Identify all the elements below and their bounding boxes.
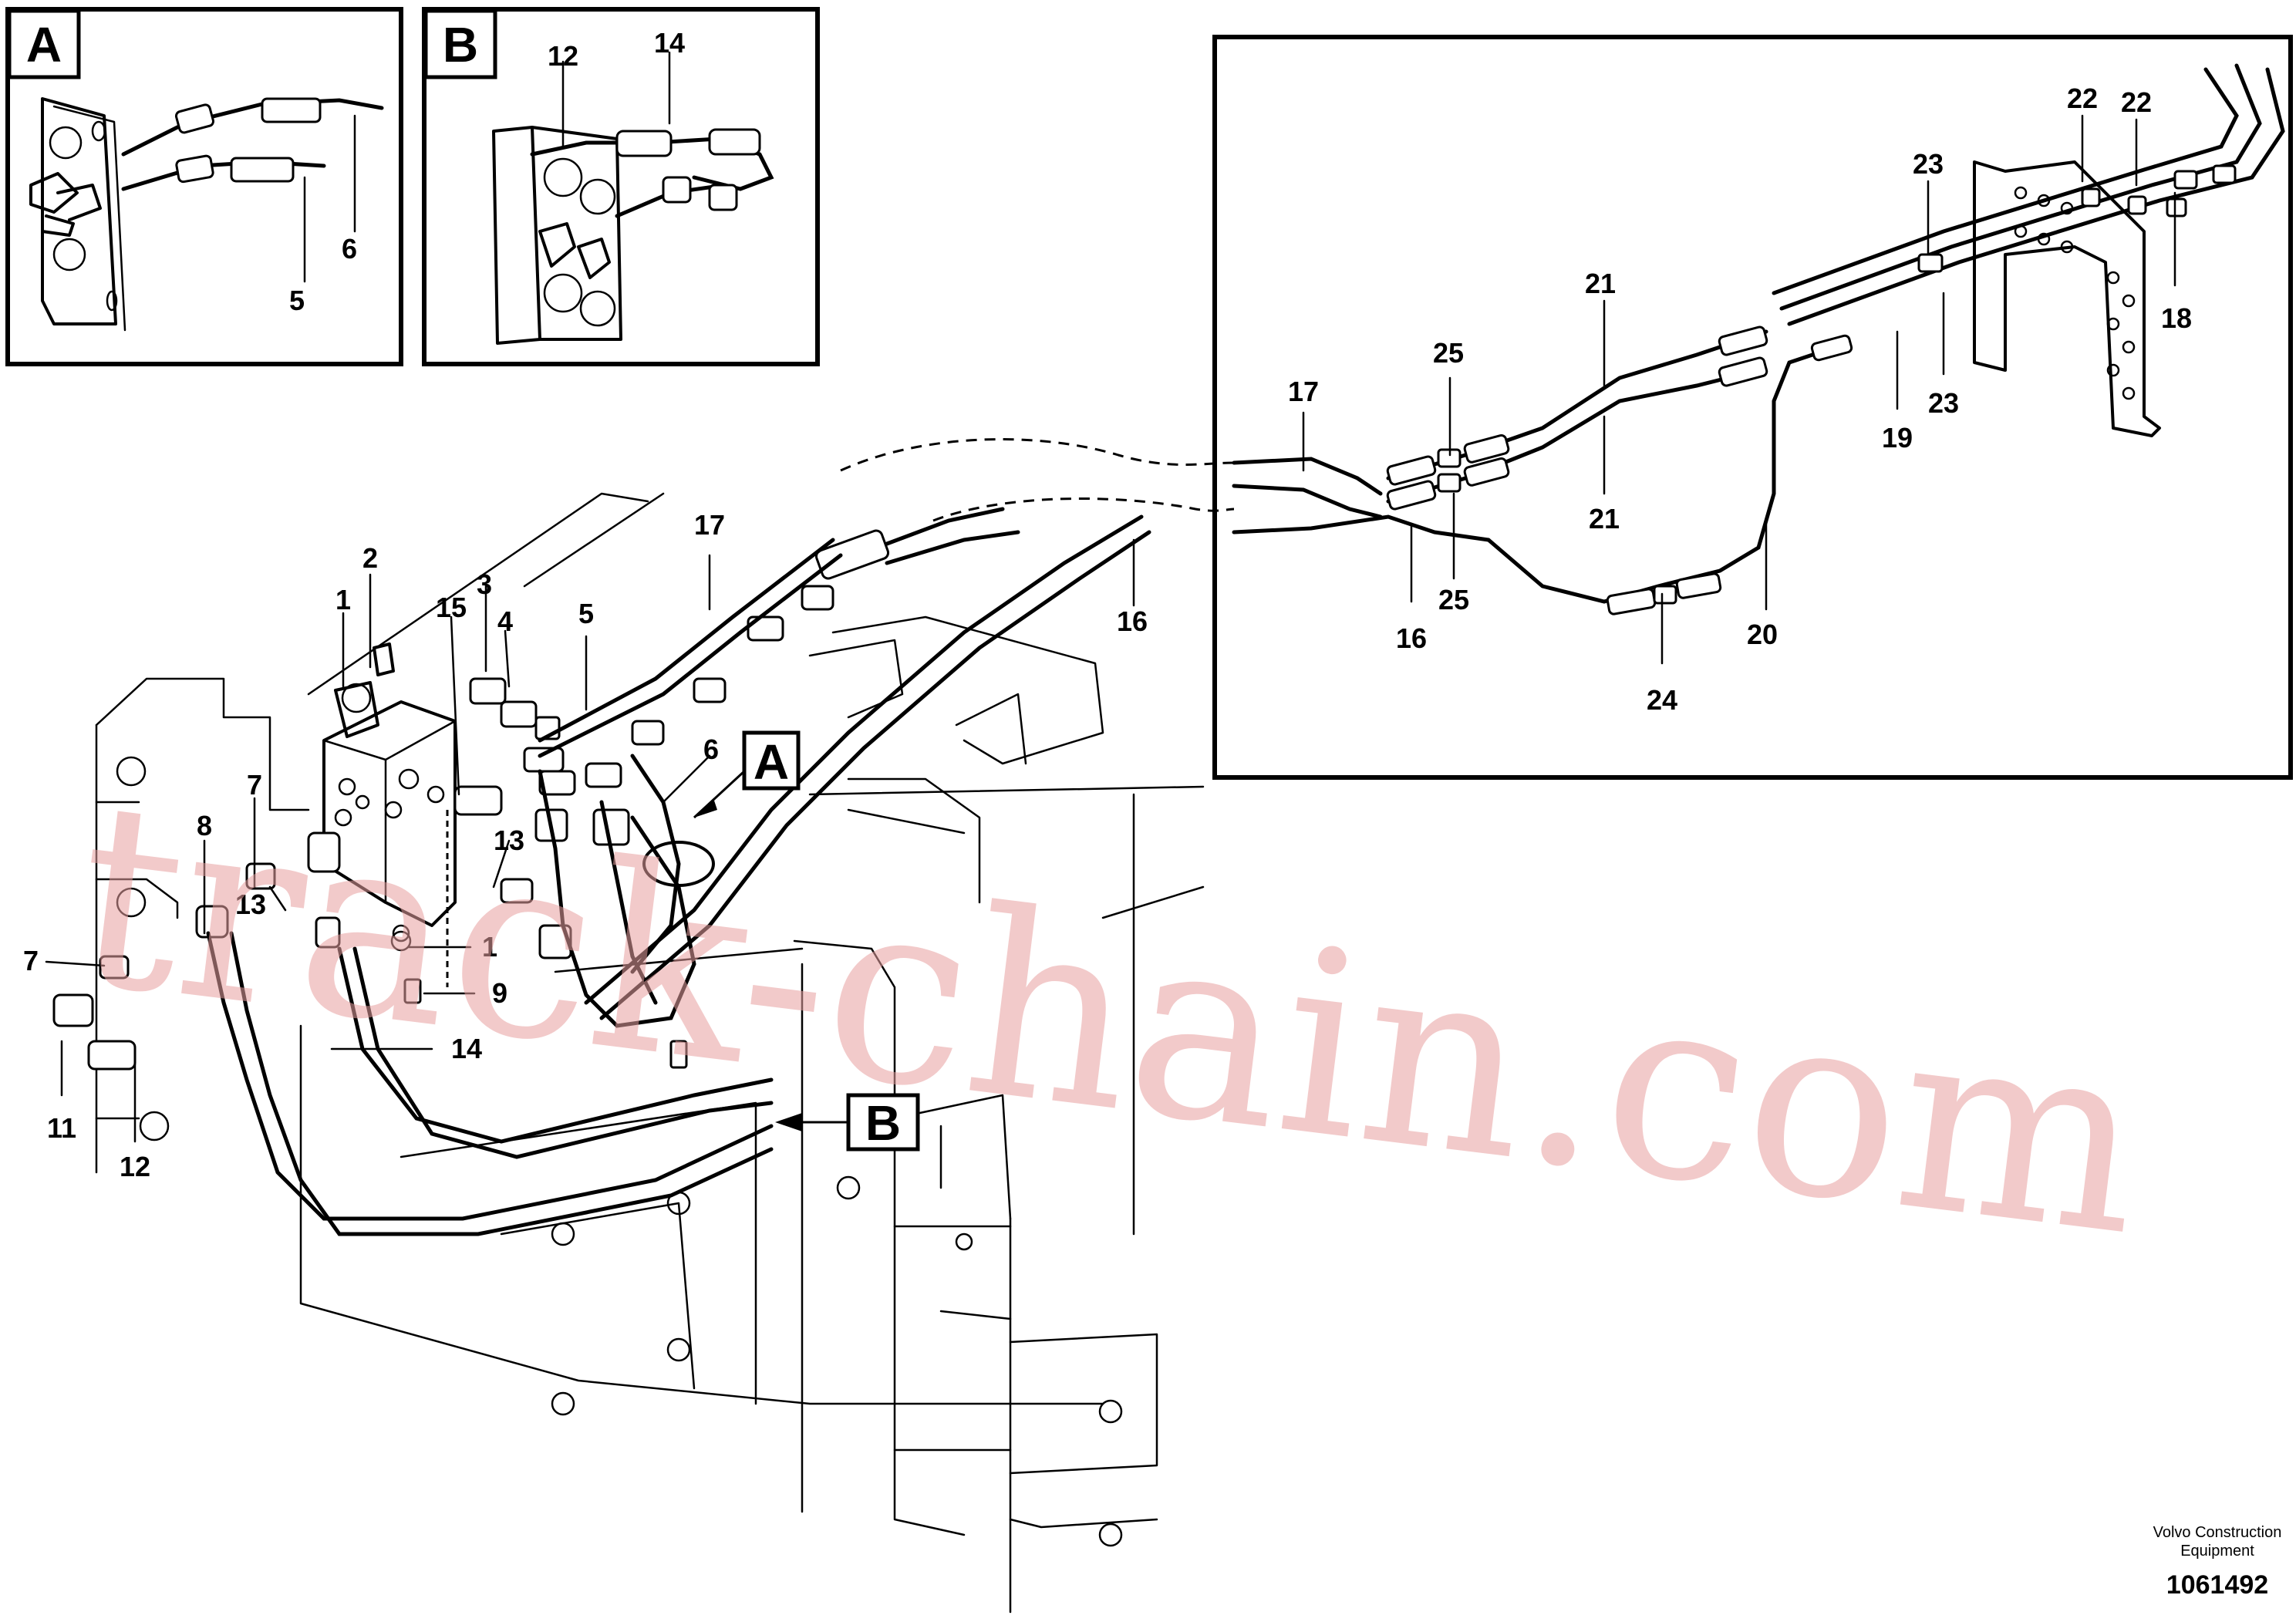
main-tag-a: A bbox=[754, 734, 789, 790]
callout-main-4: 4 bbox=[497, 605, 513, 637]
callout-main-17: 17 bbox=[694, 509, 725, 541]
callout-inset-a-6: 6 bbox=[342, 233, 357, 265]
detail-view: 22 22 23 21 25 17 21 25 16 24 20 19 23 1… bbox=[1212, 35, 2293, 780]
callout-main-13a: 13 bbox=[494, 824, 524, 856]
callout-main-3: 3 bbox=[477, 568, 492, 600]
callout-detail-22b: 22 bbox=[2121, 86, 2152, 118]
callout-main-5: 5 bbox=[578, 598, 594, 629]
callout-main-2: 2 bbox=[362, 542, 378, 574]
callout-main-6: 6 bbox=[703, 733, 719, 765]
callout-main-13b: 13 bbox=[235, 889, 266, 920]
callout-main-12: 12 bbox=[120, 1151, 150, 1182]
inset-a: A 6 5 bbox=[5, 7, 403, 366]
callout-detail-21a: 21 bbox=[1585, 268, 1616, 299]
main-view: A B 2 1 3 bbox=[23, 492, 1205, 1614]
callout-main-7a: 7 bbox=[247, 769, 262, 801]
callout-main-16: 16 bbox=[1117, 605, 1148, 637]
callout-main-7b: 7 bbox=[23, 945, 39, 976]
callout-detail-25a: 25 bbox=[1433, 337, 1464, 369]
caption-line-1: Volvo Construction bbox=[2153, 1524, 2282, 1541]
callout-detail-22a: 22 bbox=[2067, 83, 2098, 114]
callout-detail-23b: 23 bbox=[1928, 387, 1959, 419]
callout-detail-23a: 23 bbox=[1913, 148, 1944, 180]
callout-inset-b-12: 12 bbox=[548, 40, 578, 72]
dashed-connector-lower bbox=[932, 497, 1235, 522]
callout-main-15: 15 bbox=[436, 592, 467, 623]
callout-inset-b-14: 14 bbox=[654, 27, 685, 59]
watermark: track-chain.com bbox=[62, 745, 2158, 1292]
callout-detail-17: 17 bbox=[1288, 376, 1319, 407]
document-number: 1061492 bbox=[2166, 1570, 2268, 1600]
inset-a-tag: A bbox=[26, 17, 62, 73]
dashed-connector-upper bbox=[840, 438, 1235, 472]
callout-detail-18: 18 bbox=[2161, 302, 2192, 334]
inset-b: B 12 14 bbox=[422, 7, 820, 366]
callout-detail-19: 19 bbox=[1882, 422, 1913, 454]
main-tag-b: B bbox=[865, 1095, 901, 1151]
callout-detail-25b: 25 bbox=[1438, 584, 1469, 615]
callout-main-1b: 1 bbox=[482, 931, 497, 963]
callout-main-1a: 1 bbox=[335, 584, 351, 615]
callout-detail-16: 16 bbox=[1396, 622, 1427, 654]
callout-main-9: 9 bbox=[492, 977, 507, 1009]
inset-b-tag: B bbox=[443, 17, 478, 73]
callout-main-14: 14 bbox=[451, 1033, 482, 1064]
callout-main-11: 11 bbox=[47, 1112, 76, 1144]
callout-detail-21b: 21 bbox=[1589, 503, 1620, 534]
callout-main-8: 8 bbox=[197, 810, 212, 841]
callout-detail-24: 24 bbox=[1647, 684, 1677, 716]
callout-inset-a-5: 5 bbox=[289, 285, 305, 316]
caption-line-2: Equipment bbox=[2180, 1543, 2254, 1560]
callout-detail-20: 20 bbox=[1747, 619, 1778, 650]
